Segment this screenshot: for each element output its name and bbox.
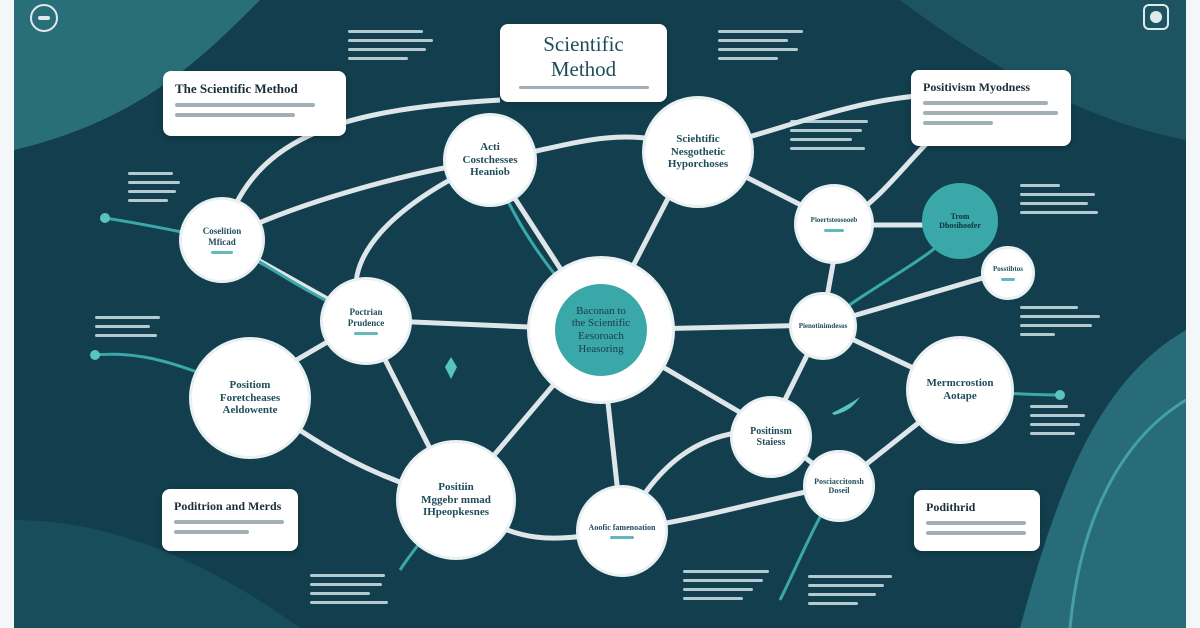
node-center-label: Baconan to the Scientific Eesoroach Heas… bbox=[571, 304, 631, 355]
node-teal-label: Trom Dhosihoofer bbox=[939, 211, 981, 230]
node-acti-consciousness-label: Acti Costchesses Heaniob bbox=[462, 141, 518, 179]
node-scientific-hypotheses-label: Sciehtific Nesgothetic Hyporchoses bbox=[667, 133, 729, 171]
node-center[interactable]: Baconan to the Scientific Eesoroach Heas… bbox=[527, 256, 675, 404]
note-top-center-right bbox=[718, 30, 808, 66]
header-title-line2: Method bbox=[550, 57, 617, 81]
note-left-top bbox=[128, 172, 183, 208]
node-scientific-method[interactable]: Coselition Mficad bbox=[179, 197, 265, 283]
card-positivism-hypothesis-title: Positivism Myodness bbox=[923, 80, 1031, 94]
node-positivism-hypothesis-bottom-label: Positiin Mggebr mmad IHpeopkesnes bbox=[421, 481, 491, 519]
connector-dot-left-mid bbox=[90, 350, 100, 360]
corner-square-icon[interactable] bbox=[1143, 4, 1169, 30]
logo-icon[interactable] bbox=[30, 4, 58, 32]
card-position-methods-title: Poditrion and Merds bbox=[174, 499, 282, 513]
card-scientific-method-title: The Scientific Method bbox=[175, 81, 298, 96]
arrow-icon-left bbox=[443, 355, 459, 381]
node-positivism-framework[interactable]: Poctrian Prudence bbox=[320, 277, 412, 365]
node-bottom-right-label: Posciaccitonsh Doseil bbox=[814, 476, 864, 495]
node-approach-bottom[interactable]: Aoofic famenoation bbox=[576, 485, 668, 577]
node-positivism-hypothesis-bottom[interactable]: Positiin Mggebr mmad IHpeopkesnes bbox=[396, 440, 516, 560]
card-positivism: Podithrid bbox=[914, 490, 1040, 551]
node-positivism-status[interactable]: Positinsm Staiess bbox=[730, 396, 812, 478]
node-acti-consciousness[interactable]: Acti Costchesses Heaniob bbox=[443, 113, 537, 207]
note-center-right-top bbox=[790, 120, 870, 156]
node-positivism-framework-label: Poctrian Prudence bbox=[347, 307, 385, 328]
note-right-mid bbox=[1020, 306, 1105, 342]
node-teal[interactable]: Trom Dhosihoofer bbox=[922, 183, 998, 259]
node-positivism-approach[interactable]: Positiom Foretcheases Aeldowente bbox=[189, 337, 311, 459]
header-card: Scientific Method bbox=[500, 24, 667, 102]
note-left-mid bbox=[95, 316, 165, 343]
node-mid-right[interactable]: Pienotinimdesos bbox=[789, 292, 857, 360]
node-mid-right-label: Pienotinimdesos bbox=[798, 321, 848, 330]
note-right-lower bbox=[1030, 405, 1090, 441]
node-bottom-right[interactable]: Posciaccitonsh Doseil bbox=[803, 450, 875, 522]
header-title-line1: Scientific bbox=[543, 32, 624, 56]
note-bottom-center bbox=[683, 570, 773, 606]
note-bottom-right bbox=[808, 575, 898, 611]
arrow-icon-right bbox=[830, 395, 862, 417]
node-upper-right-label: Pioertsteosooeb bbox=[810, 216, 858, 225]
node-positivism-status-label: Positinsm Staiess bbox=[750, 425, 792, 449]
card-positivism-title: Podithrid bbox=[926, 500, 976, 514]
node-scientific-hypotheses[interactable]: Sciehtific Nesgothetic Hyporchoses bbox=[642, 96, 754, 208]
note-right-top bbox=[1020, 184, 1100, 220]
node-upper-right[interactable]: Pioertsteosooeb bbox=[794, 184, 874, 264]
card-position-methods: Poditrion and Merds bbox=[162, 489, 298, 551]
node-methodology-approach[interactable]: Mermcrostion Aotape bbox=[906, 336, 1014, 444]
node-approach-bottom-label: Aoofic famenoation bbox=[588, 522, 656, 532]
card-positivism-hypothesis: Positivism Myodness bbox=[911, 70, 1071, 146]
node-scientific-method-label: Coselition Mficad bbox=[202, 226, 242, 247]
node-positivism-approach-label: Positiom Foretcheases Aeldowente bbox=[219, 379, 281, 417]
note-bottom-left bbox=[310, 574, 390, 610]
node-small-right-label: Posstibtos bbox=[993, 265, 1023, 274]
node-methodology-approach-label: Mermcrostion Aotape bbox=[926, 377, 994, 402]
node-small-right[interactable]: Posstibtos bbox=[981, 246, 1035, 300]
connector-dot-right bbox=[1055, 390, 1065, 400]
card-scientific-method: The Scientific Method bbox=[163, 71, 346, 136]
connector-dot-left-top bbox=[100, 213, 110, 223]
note-top-center-left bbox=[348, 30, 438, 66]
